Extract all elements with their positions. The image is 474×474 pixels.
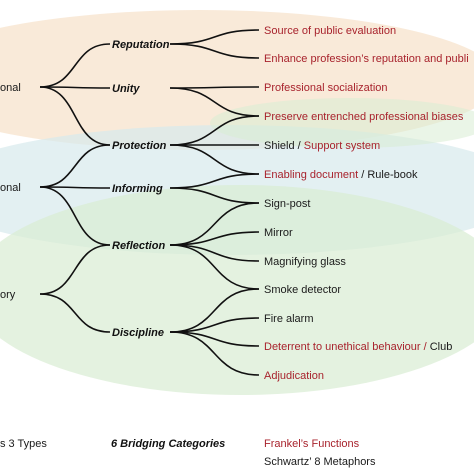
edge-reputation-to-outcome-0 xyxy=(169,29,260,45)
type-label-2: ory xyxy=(0,289,16,301)
outcome-professional-socialization: Professional socialization xyxy=(264,82,388,94)
legend-three-types: s 3 Types xyxy=(0,438,47,450)
edge-type-2-to-discipline xyxy=(39,293,111,333)
edge-type-1-to-reflection xyxy=(39,186,111,246)
edge-type-0-to-unity xyxy=(39,86,111,89)
category-reflection: Reflection xyxy=(112,240,165,252)
edge-discipline-to-outcome-10 xyxy=(169,317,260,333)
outcome-11-part-2-metaphor: Club xyxy=(430,341,453,353)
legend-frankel-functions: Frankel’s Functions xyxy=(264,438,360,450)
outcome-shield-support-system: Shield / Support system xyxy=(264,140,380,152)
outcome-source-of-public-evaluation: Source of public evaluation xyxy=(264,25,396,37)
edge-unity-to-outcome-3 xyxy=(169,87,260,117)
outcome-11-part-1-function: / xyxy=(421,341,430,353)
legend: s 3 Types 6 Bridging Categories Frankel’… xyxy=(0,438,376,468)
discipline-band xyxy=(0,185,474,395)
type-label-1: onal xyxy=(0,182,21,194)
outcome-6-part-0-metaphor: Sign-post xyxy=(264,198,310,210)
background-bands xyxy=(0,10,474,395)
edge-reflection-to-outcome-8 xyxy=(169,244,260,262)
protection-band xyxy=(210,98,474,148)
outcome-smoke-detector: Smoke detector xyxy=(264,284,341,296)
outcome-4-part-1-metaphor: / xyxy=(295,140,304,152)
outcome-magnifying-glass: Magnifying glass xyxy=(264,256,346,268)
outcome-7-part-0-metaphor: Mirror xyxy=(264,227,293,239)
outcome-5-part-2-metaphor: Rule-book xyxy=(367,169,418,181)
edge-discipline-to-outcome-11 xyxy=(169,331,260,347)
edge-protection-to-outcome-3 xyxy=(169,115,260,146)
outcome-11-part-0-function: Deterrent to unethical behaviour xyxy=(264,341,421,353)
category-protection: Protection xyxy=(112,140,167,152)
outcome-0-part-0-function: Source of public evaluation xyxy=(264,25,396,37)
edge-reflection-to-outcome-9 xyxy=(169,244,260,290)
outcome-8-part-0-metaphor: Magnifying glass xyxy=(264,256,346,268)
outcome-enabling-document-rule-book: Enabling document / Rule-book xyxy=(264,169,418,181)
outcome-fire-alarm: Fire alarm xyxy=(264,313,314,325)
edge-unity-to-outcome-2 xyxy=(169,86,260,89)
outcome-3-part-0-function: Preserve entrenched professional biases xyxy=(264,111,464,123)
category-reputation: Reputation xyxy=(112,39,170,51)
outcome-sign-post: Sign-post xyxy=(264,198,310,210)
type-label-0: onal xyxy=(0,82,21,94)
outcome-5-part-0-function: Enabling document xyxy=(264,169,358,181)
outcome-enhance-profession-s-reputation-and-publi: Enhance profession’s reputation and publ… xyxy=(264,53,469,65)
outcome-preserve-entrenched-professional-biases: Preserve entrenched professional biases xyxy=(264,111,464,123)
outcome-2-part-0-function: Professional socialization xyxy=(264,82,388,94)
edge-informing-to-outcome-5 xyxy=(169,173,260,189)
outcome-4-part-0-metaphor: Shield xyxy=(264,140,295,152)
bridging-category-labels: ReputationUnityProtectionInformingReflec… xyxy=(112,39,170,339)
legend-bridging-categories: 6 Bridging Categories xyxy=(111,438,225,450)
outcome-adjudication: Adjudication xyxy=(264,370,324,382)
edge-type-1-to-informing xyxy=(39,186,111,189)
edge-informing-to-outcome-6 xyxy=(169,187,260,204)
edge-discipline-to-outcome-9 xyxy=(169,288,260,333)
edge-discipline-to-outcome-12 xyxy=(169,331,260,376)
outcome-10-part-0-metaphor: Fire alarm xyxy=(264,313,314,325)
edge-reflection-to-outcome-7 xyxy=(169,231,260,246)
outcome-9-part-0-metaphor: Smoke detector xyxy=(264,284,341,296)
connector-lines xyxy=(39,29,260,376)
edge-type-0-to-protection xyxy=(39,86,111,146)
outcome-4-part-2-function: Support system xyxy=(304,140,380,152)
edge-protection-to-outcome-5 xyxy=(169,144,260,175)
outcome-deterrent-to-unethical-behaviour-club: Deterrent to unethical behaviour / Club xyxy=(264,341,452,353)
outcome-5-part-1-metaphor: / xyxy=(358,169,367,181)
edge-reflection-to-outcome-6 xyxy=(169,202,260,246)
edge-reputation-to-outcome-1 xyxy=(169,43,260,59)
edge-type-1-to-protection xyxy=(39,144,111,188)
edge-type-2-to-reflection xyxy=(39,244,111,295)
edge-type-0-to-reputation xyxy=(39,43,111,88)
outcome-12-part-0-function: Adjudication xyxy=(264,370,324,382)
outcome-1-part-0-function: Enhance profession’s reputation and publ… xyxy=(264,53,469,65)
category-discipline: Discipline xyxy=(112,327,164,339)
category-informing: Informing xyxy=(112,183,163,195)
legend-schwartz-metaphors: Schwartz’ 8 Metaphors xyxy=(264,456,376,468)
category-unity: Unity xyxy=(112,83,140,95)
three-types-labels: onal onal ory xyxy=(0,82,21,301)
outcome-mirror: Mirror xyxy=(264,227,293,239)
